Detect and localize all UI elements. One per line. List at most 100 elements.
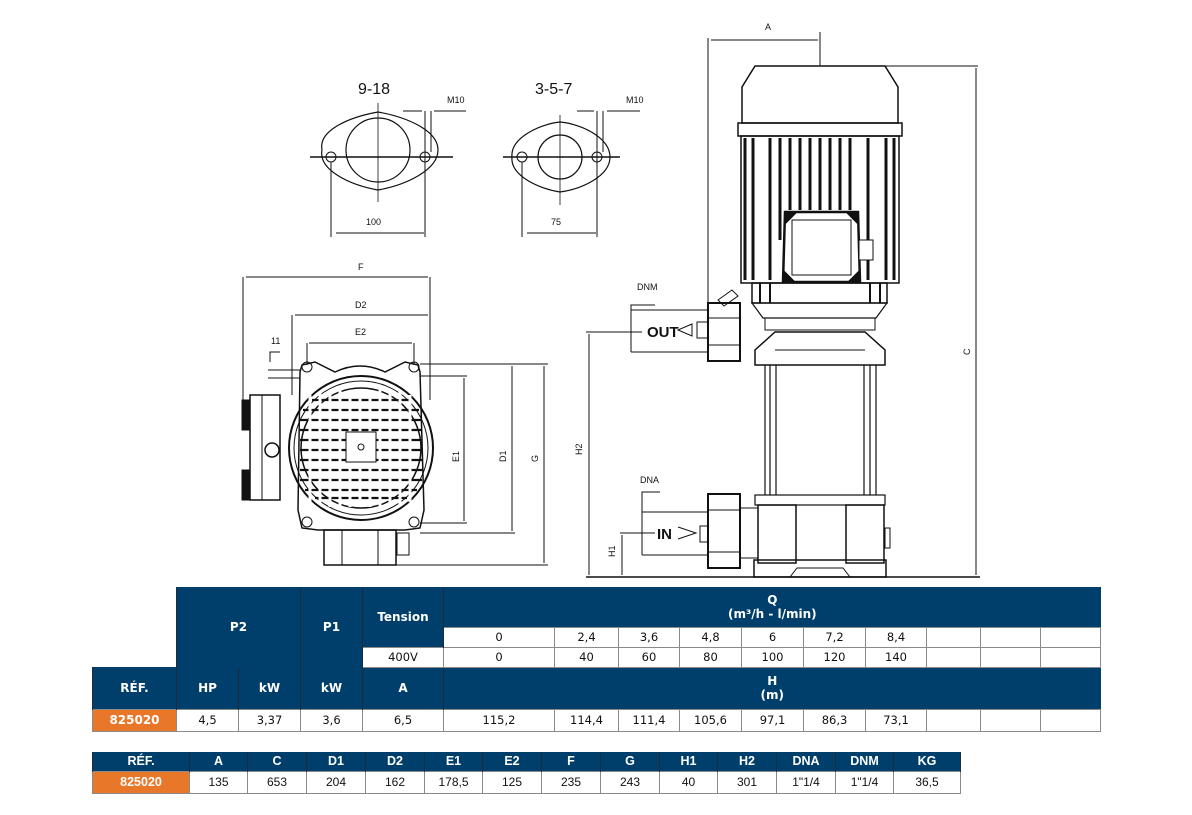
dim-cell: 36,5 (893, 770, 961, 794)
table-row: 825020 4,5 3,37 3,6 6,5 115,2 114,4 111,… (92, 708, 1102, 732)
label-hole: 11 (271, 336, 280, 346)
performance-table: P2 P1 Tension Q (m³/h - l/min) 0 2,4 3,6… (92, 587, 1102, 732)
table-row: 825020 135 653 204 162 178,5 125 235 243… (92, 770, 961, 794)
dim-cell: 1"1/4 (776, 770, 836, 794)
flow-lmin-cell (926, 646, 981, 668)
dim-header-cell: E1 (424, 752, 483, 771)
label-e2: E2 (355, 327, 366, 337)
head-cell: 115,2 (443, 708, 555, 732)
label-h1: H1 (607, 545, 617, 557)
label-h2: H2 (574, 443, 584, 455)
dimensions-table: RÉF. A C D1 D2 E1 E2 F G H1 H2 DNA DNM K… (92, 752, 961, 794)
dim-cell: 204 (306, 770, 366, 794)
header-q-units: (m³/h - l/min) (727, 606, 817, 621)
dim-header-cell: A (189, 752, 248, 771)
head-cell (1039, 708, 1102, 732)
voltage-cell: 400V (362, 646, 444, 668)
label-g: G (530, 455, 540, 462)
dim-cell: 243 (600, 770, 660, 794)
dim-header-cell: H2 (717, 752, 777, 771)
dim-cell: 162 (365, 770, 425, 794)
header-h: H (m) (443, 667, 1101, 709)
flow-lmin-cell: 0 (443, 646, 555, 668)
label-d1: D1 (498, 450, 508, 462)
pump-side-view: A C (574, 22, 980, 578)
dim-header-cell: DNA (776, 752, 836, 771)
flange-spacing: 75 (551, 217, 561, 227)
dim-header-cell: D2 (365, 752, 425, 771)
blank-corner (92, 587, 177, 667)
dim-cell: 653 (247, 770, 307, 794)
dim-header-cell: F (541, 752, 601, 771)
amps-cell: 6,5 (362, 708, 444, 732)
dim-header-cell: RÉF. (92, 752, 190, 771)
flange-view-9-18: 9-18 M10 100 (310, 81, 466, 237)
flow-m3h-cell: 8,4 (865, 626, 927, 648)
flow-lmin-cell: 140 (865, 646, 927, 668)
flow-lmin-cell: 100 (741, 646, 804, 668)
label-c: C (962, 348, 972, 355)
kw-p2-cell: 3,37 (238, 708, 301, 732)
hp-cell: 4,5 (176, 708, 239, 732)
head-cell (980, 708, 1041, 732)
header-h-units: (m) (760, 688, 785, 702)
flow-m3h-cell: 0 (443, 626, 555, 648)
technical-drawing: 9-18 M10 100 3-5-7 M10 75 (241, 22, 980, 578)
flow-lmin-cell (980, 646, 1041, 668)
header-ref: RÉF. (92, 667, 177, 709)
label-in: IN (657, 526, 672, 543)
flow-lmin-cell: 120 (803, 646, 866, 668)
dim-header-cell: D1 (306, 752, 366, 771)
head-cell: 73,1 (865, 708, 927, 732)
dim-header-cell: E2 (482, 752, 542, 771)
header-kw-p1: kW (300, 667, 363, 709)
head-cell (926, 708, 981, 732)
dim-cell: 235 (541, 770, 601, 794)
ref-cell: 825020 (92, 708, 177, 732)
header-kw-p2: kW (238, 667, 301, 709)
flange-title: 9-18 (358, 81, 390, 98)
bolt-label: M10 (447, 95, 465, 105)
kw-p1-cell: 3,6 (300, 708, 363, 732)
label-d2: D2 (355, 300, 367, 310)
flow-lmin-cell: 80 (679, 646, 742, 668)
dim-header-cell: H1 (659, 752, 718, 771)
head-cell: 114,4 (554, 708, 619, 732)
dim-header-cell: DNM (835, 752, 894, 771)
flow-m3h-cell (1039, 626, 1102, 648)
pump-top-view: F D2 E2 11 (241, 262, 548, 566)
dim-cell: 178,5 (424, 770, 483, 794)
flow-lmin-cell (1039, 646, 1102, 668)
flow-m3h-cell (926, 626, 981, 648)
flange-spacing: 100 (366, 217, 381, 227)
label-out: OUT (647, 324, 679, 341)
flow-m3h-cell: 7,2 (803, 626, 866, 648)
head-cell: 105,6 (679, 708, 742, 732)
dim-cell: 40 (659, 770, 718, 794)
dim-cell: 301 (717, 770, 777, 794)
label-a: A (765, 22, 771, 32)
flow-m3h-cell: 4,8 (679, 626, 742, 648)
flow-m3h-cell: 6 (741, 626, 804, 648)
flow-lmin-cell: 40 (554, 646, 619, 668)
flow-m3h-cell (980, 626, 1041, 648)
head-cell: 97,1 (741, 708, 804, 732)
header-p2: P2 (176, 587, 301, 667)
dim-header-cell: C (247, 752, 307, 771)
ref-cell: 825020 (92, 770, 190, 794)
header-amps: A (362, 667, 444, 709)
label-dna: DNA (640, 475, 659, 485)
dim-header-cell: KG (893, 752, 961, 771)
head-cell: 111,4 (618, 708, 680, 732)
header-hp: HP (176, 667, 239, 709)
header-h-title: H (767, 674, 778, 688)
flow-lmin-cell: 60 (618, 646, 680, 668)
dim-cell: 135 (189, 770, 248, 794)
dim-header-cell: G (600, 752, 660, 771)
label-dnm: DNM (637, 282, 658, 292)
flange-title: 3-5-7 (535, 81, 572, 98)
label-f: F (358, 262, 364, 272)
header-q-title: Q (767, 592, 778, 607)
header-q: Q (m³/h - l/min) (443, 587, 1101, 627)
header-p1: P1 (300, 587, 363, 667)
